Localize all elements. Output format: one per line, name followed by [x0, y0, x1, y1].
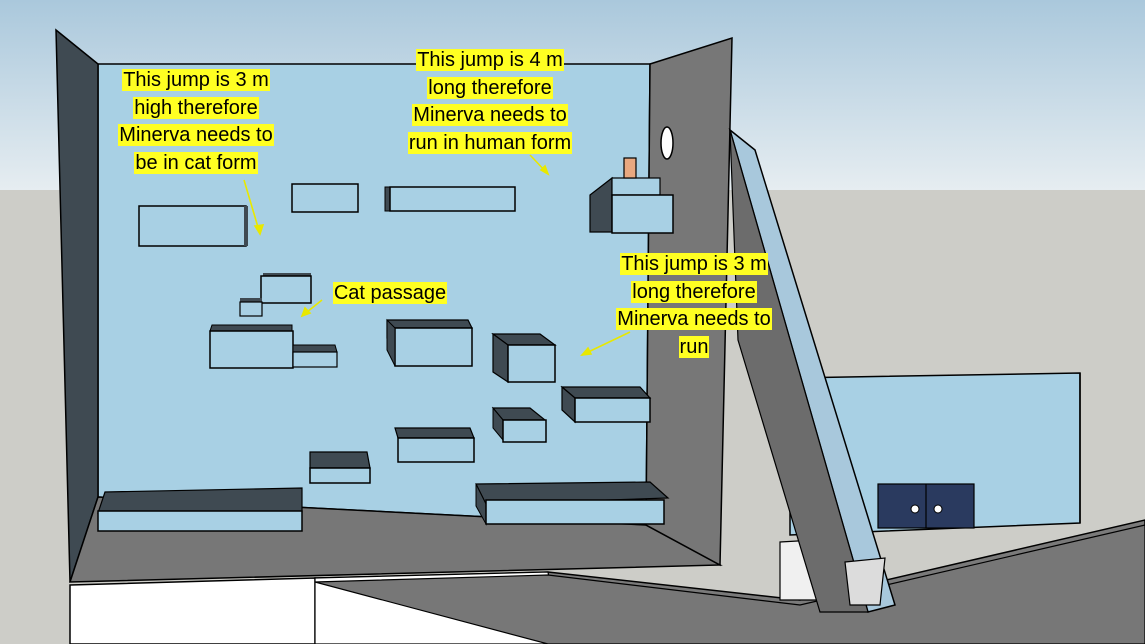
annotation-high-jump-line-2: high therefore: [133, 97, 258, 119]
floor-ledge-left: [98, 488, 302, 531]
round-window: [661, 127, 673, 159]
platform-upper-left: [139, 206, 248, 246]
minerva-figure: [624, 158, 636, 178]
platform-center: [387, 320, 472, 366]
annotation-long-jump-4m-line-3: Minerva needs to: [412, 104, 567, 126]
annotation-high-jump-line-1: This jump is 3 m: [122, 69, 270, 91]
annotation-long-jump-3m-line-4: run: [679, 336, 710, 358]
lower-white-block: [70, 578, 315, 644]
ramp-base: [845, 558, 885, 605]
annotation-cat-passage: Cat passage: [316, 280, 464, 308]
platform-low-left: [310, 452, 370, 483]
annotation-cat-passage-line-1: Cat passage: [333, 282, 447, 304]
annotation-long-jump-4m: This jump is 4 m long therefore Minerva …: [384, 47, 596, 157]
annotation-long-jump-4m-line-2: long therefore: [427, 77, 552, 99]
platform-long: [385, 187, 515, 211]
annotation-high-jump-line-3: Minerva needs to: [118, 124, 273, 146]
platform-right: [562, 387, 650, 422]
platform-low-center: [395, 428, 474, 462]
annotation-high-jump-line-4: be in cat form: [134, 152, 257, 174]
door-knob-left: [911, 505, 919, 513]
platform-center-right: [493, 334, 555, 382]
annotation-long-jump-4m-line-4: run in human form: [408, 132, 572, 154]
annotation-high-jump: This jump is 3 m high therefore Minerva …: [96, 67, 296, 177]
annotation-long-jump-3m-line-2: long therefore: [631, 281, 756, 303]
door-knob-right: [934, 505, 942, 513]
annotation-long-jump-3m: This jump is 3 m long therefore Minerva …: [592, 251, 796, 361]
annotation-long-jump-3m-line-1: This jump is 3 m: [620, 253, 768, 275]
floor-ledge-right: [476, 482, 668, 524]
annotation-long-jump-3m-line-3: Minerva needs to: [616, 308, 771, 330]
platform-upper-mid: [292, 184, 358, 212]
annotation-long-jump-4m-line-1: This jump is 4 m: [416, 49, 564, 71]
